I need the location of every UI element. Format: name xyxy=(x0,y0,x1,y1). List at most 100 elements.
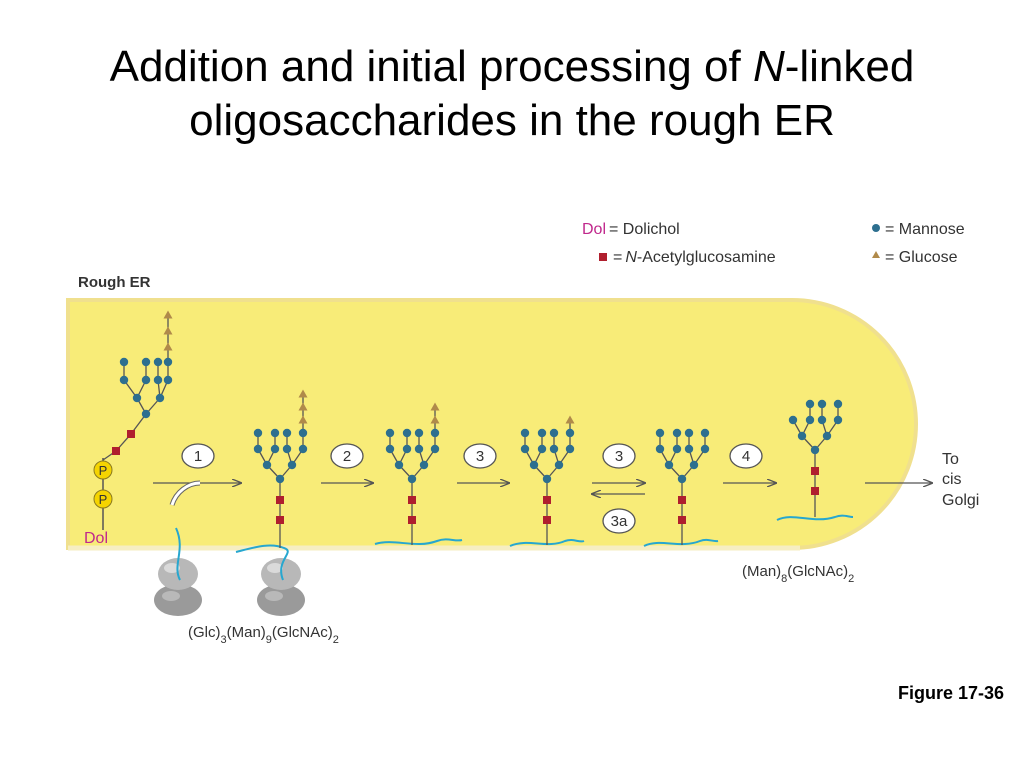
legend-glcnac-italic: N xyxy=(625,249,637,266)
oligosaccharide-trees xyxy=(102,310,843,548)
mannose-unit xyxy=(684,444,694,454)
legend-glcnac: =N-Acetylglucosamine xyxy=(613,249,776,266)
mannose-unit xyxy=(385,428,395,438)
legend: Dol= Dolichol =N-Acetylglucosamine = Man… xyxy=(582,221,965,266)
mannose-unit xyxy=(537,444,547,454)
title-line1-post: -linked xyxy=(784,42,915,91)
polypeptide-chain-1 xyxy=(175,527,181,581)
mannose-unit xyxy=(414,428,424,438)
step-label-4: 4 xyxy=(742,448,750,465)
glucose-unit xyxy=(298,402,308,411)
mannose-unit xyxy=(554,460,564,470)
mannose-unit xyxy=(565,444,575,454)
step-label-2: 2 xyxy=(343,448,351,465)
mannose-unit xyxy=(253,444,263,454)
mannose-unit xyxy=(287,460,297,470)
mannose-unit xyxy=(672,444,682,454)
dolichol-linked-precursor xyxy=(102,310,173,461)
step-badges: 1 2 3 3 3a 4 xyxy=(181,443,763,534)
phosphate-2 xyxy=(93,489,113,509)
mannose-unit xyxy=(407,474,417,484)
mannose-unit xyxy=(833,415,843,425)
mannose-unit xyxy=(520,428,530,438)
polypeptide-chain-3 xyxy=(374,538,463,545)
mannose-unit xyxy=(119,357,129,367)
polypeptide-chain-6 xyxy=(776,514,854,521)
mannose-unit xyxy=(155,393,165,403)
step-badge-1 xyxy=(181,443,215,469)
mannose-unit xyxy=(385,444,395,454)
exit-line1: To xyxy=(942,451,959,468)
mannose-unit xyxy=(805,415,815,425)
mannose-unit xyxy=(419,460,429,470)
glcnac-unit xyxy=(543,516,551,524)
glcnac-legend-icon xyxy=(599,253,607,261)
mannose-unit xyxy=(132,393,142,403)
mannose-unit xyxy=(253,428,263,438)
mannose-unit xyxy=(141,375,151,385)
mannose-unit xyxy=(153,375,163,385)
mannose-unit xyxy=(262,460,272,470)
mannose-unit xyxy=(549,428,559,438)
polypeptide-chain-4 xyxy=(509,539,585,547)
mannose-unit xyxy=(520,444,530,454)
mannose-unit xyxy=(282,428,292,438)
polypeptide-chain-5 xyxy=(643,538,719,547)
mannose-unit xyxy=(430,428,440,438)
mannose-unit xyxy=(817,399,827,409)
mannose-unit xyxy=(655,444,665,454)
glcnac-unit xyxy=(127,430,135,438)
product-formula: (Man)8(GlcNAc)2 xyxy=(742,563,854,585)
step-label-3a: 3 xyxy=(476,448,484,465)
exit-line3: Golgi xyxy=(942,492,979,509)
mannose-unit xyxy=(565,428,575,438)
glucose-unit xyxy=(298,415,308,424)
mannose-unit xyxy=(700,444,710,454)
mannose-unit xyxy=(684,428,694,438)
legend-glcnac-eq: = xyxy=(613,249,622,266)
polypeptide-chain-2 xyxy=(235,544,289,581)
mannose-unit xyxy=(529,460,539,470)
glucose-legend-icon xyxy=(872,251,880,258)
mannose-unit xyxy=(394,460,404,470)
glucose-unit xyxy=(163,342,173,351)
figure-caption: Figure 17-36 xyxy=(897,683,1004,703)
legend-dol: Dol= Dolichol xyxy=(582,221,680,238)
phosphate-2-label: P xyxy=(99,492,108,507)
glucose-unit xyxy=(298,389,308,398)
mannose-unit xyxy=(402,428,412,438)
precursor-formula: (Glc)3(Man)9(GlcNAc)2 xyxy=(188,624,339,646)
legend-glucose: = Glucose xyxy=(885,249,958,266)
mannose-unit xyxy=(542,474,552,484)
glucose-unit xyxy=(565,415,575,424)
glcnac-unit xyxy=(276,516,284,524)
glcnac-unit xyxy=(543,496,551,504)
title-line1-italic: N xyxy=(752,42,785,91)
mannose-unit xyxy=(270,444,280,454)
oligosaccharide-tree xyxy=(253,389,308,548)
glcnac-unit xyxy=(112,447,120,455)
mannose-legend-icon xyxy=(872,224,880,232)
mannose-unit xyxy=(430,444,440,454)
mannose-unit xyxy=(298,428,308,438)
mannose-unit xyxy=(700,428,710,438)
step-badge-4 xyxy=(729,443,763,469)
mannose-unit xyxy=(141,357,151,367)
oligosaccharide-tree xyxy=(520,415,575,545)
mannose-unit xyxy=(163,357,173,367)
mannose-unit xyxy=(805,399,815,409)
exit-label: To cis Golgi xyxy=(942,451,979,509)
glcnac-unit xyxy=(678,496,686,504)
mannose-unit xyxy=(414,444,424,454)
step-label-3a-reverse: 3a xyxy=(611,513,628,530)
glcnac-unit xyxy=(811,467,819,475)
rough-er xyxy=(66,298,918,551)
mannose-unit xyxy=(655,428,665,438)
mannose-unit xyxy=(788,415,798,425)
legend-glcnac-text: -Acetylglucosamine xyxy=(637,249,776,266)
oligosaccharide-tree xyxy=(655,428,710,545)
oligosaccharide-tree xyxy=(788,399,843,517)
mannose-unit xyxy=(672,428,682,438)
er-lumen xyxy=(66,298,918,550)
